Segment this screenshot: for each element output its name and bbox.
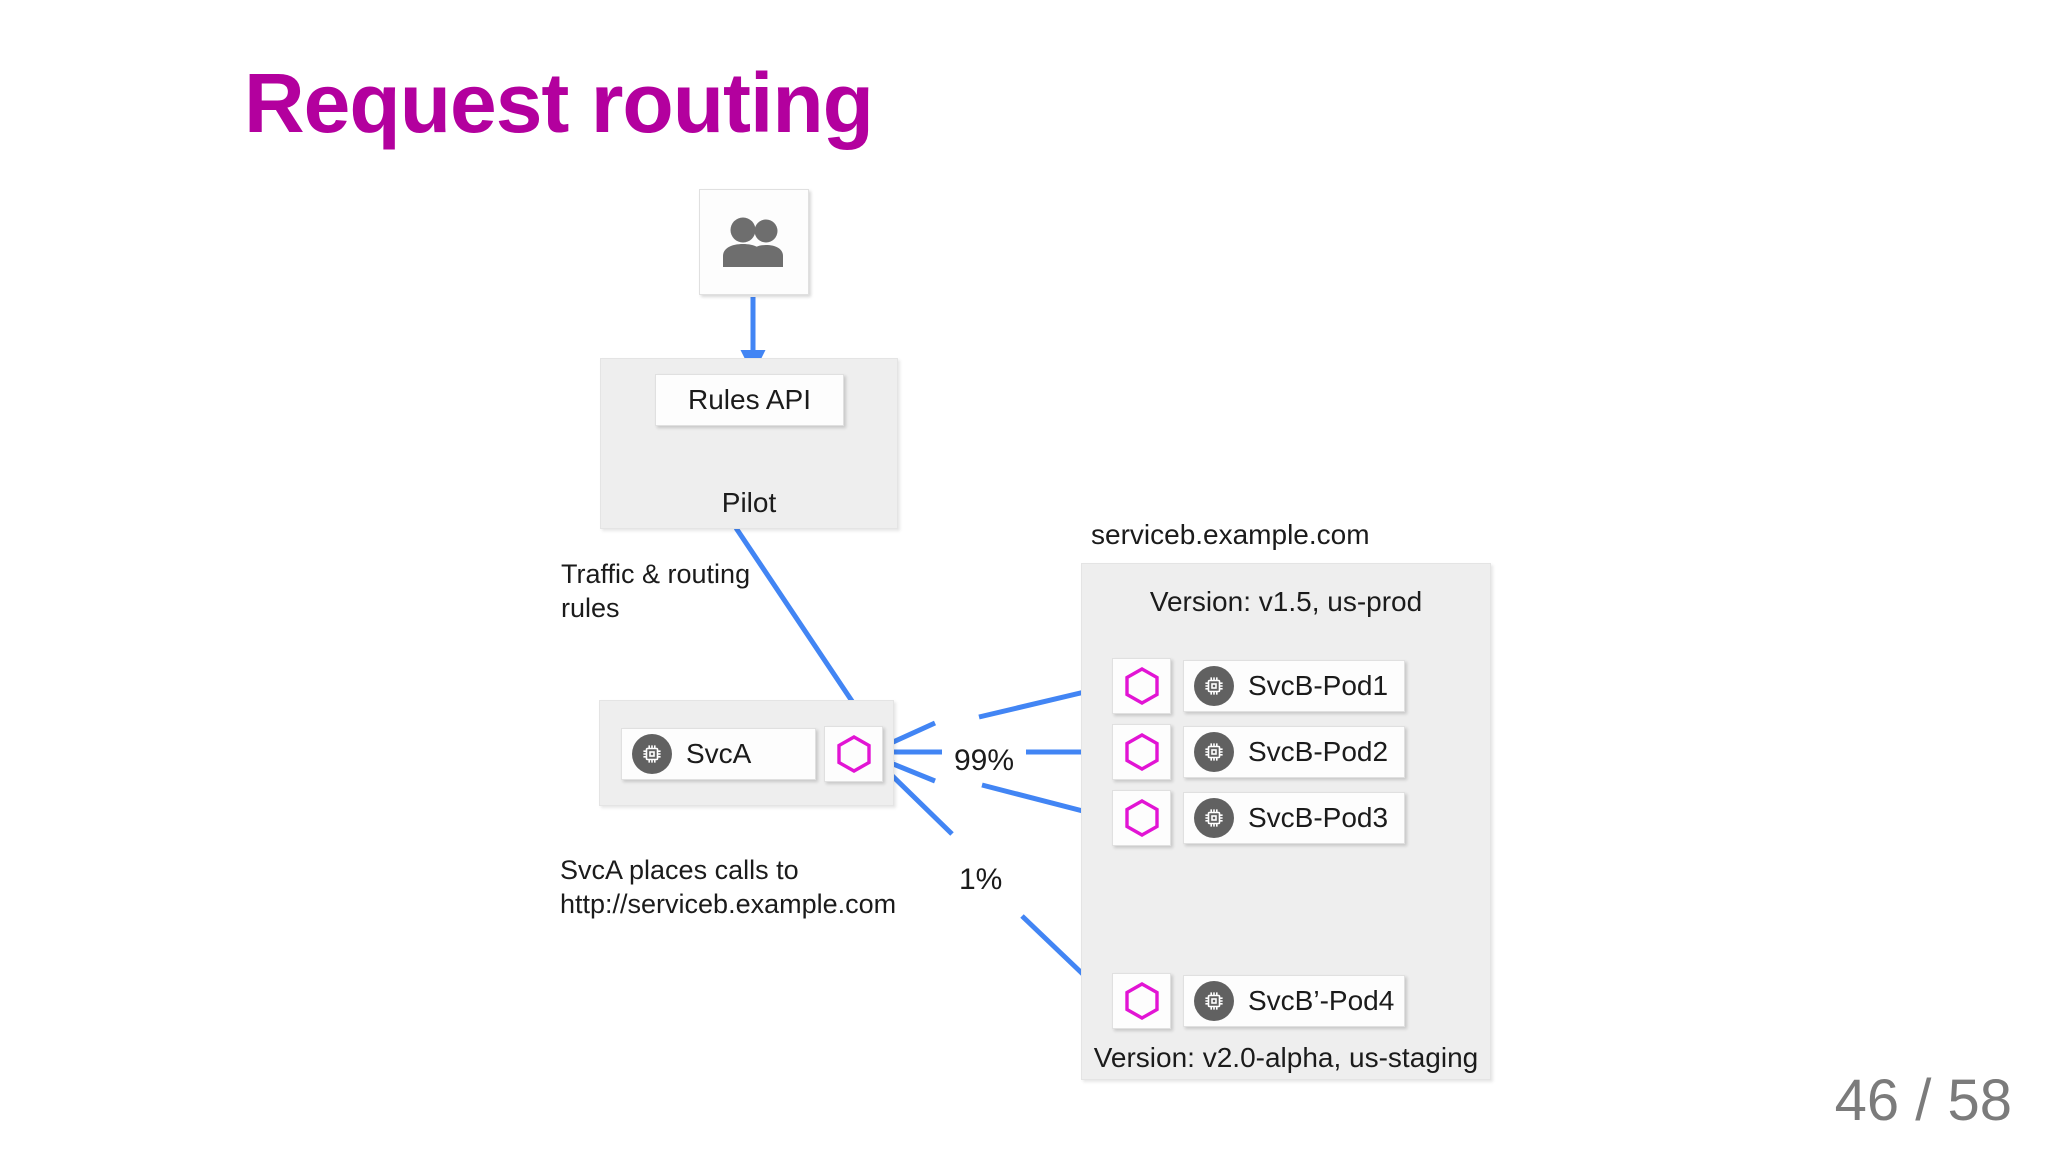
svca-label: SvcA bbox=[686, 738, 752, 769]
users-card bbox=[699, 189, 809, 295]
svca-proxy-box[interactable] bbox=[824, 726, 883, 782]
pod-box[interactable]: SvcB-Pod3 bbox=[1183, 792, 1405, 844]
pod-label: SvcB-Pod1 bbox=[1248, 670, 1389, 701]
pod-box[interactable]: SvcB’-Pod4 bbox=[1183, 975, 1405, 1027]
pod-label: SvcB-Pod3 bbox=[1248, 802, 1389, 833]
users-icon bbox=[721, 216, 787, 268]
canary-traffic-percent: 1% bbox=[959, 863, 1003, 896]
hexagon-proxy-icon bbox=[1124, 981, 1160, 1021]
chip-icon bbox=[1194, 732, 1234, 772]
serviceb-hostname-label: serviceb.example.com bbox=[1091, 519, 1370, 550]
pod-proxy-box[interactable] bbox=[1112, 790, 1171, 846]
chip-icon bbox=[1194, 981, 1234, 1021]
pilot-label: Pilot bbox=[721, 487, 777, 518]
svca-box[interactable]: SvcA bbox=[621, 728, 816, 780]
hexagon-proxy-icon bbox=[1124, 732, 1160, 772]
pod-proxy-box[interactable] bbox=[1112, 658, 1171, 714]
pod-box[interactable]: SvcB-Pod1 bbox=[1183, 660, 1405, 712]
chip-icon bbox=[1194, 798, 1234, 838]
primary-traffic-percent: 99% bbox=[954, 744, 1015, 777]
pod-proxy-box[interactable] bbox=[1112, 724, 1171, 780]
page-counter: 46 / 58 bbox=[1834, 1068, 2012, 1133]
hexagon-proxy-icon bbox=[1124, 666, 1160, 706]
chip-icon bbox=[1194, 666, 1234, 706]
svca-calls-note: SvcA places calls to http://serviceb.exa… bbox=[560, 855, 897, 919]
rules-api-box[interactable]: Rules API bbox=[655, 374, 844, 426]
traffic-routing-rules-note: Traffic & routing rules bbox=[561, 559, 751, 623]
pod-proxy-box[interactable] bbox=[1112, 973, 1171, 1029]
hexagon-proxy-icon bbox=[836, 734, 872, 774]
version-prod-label: Version: v1.5, us-prod bbox=[1149, 586, 1423, 617]
version-staging-label: Version: v2.0-alpha, us-staging bbox=[1093, 1042, 1479, 1073]
page-title: Request routing bbox=[244, 56, 874, 150]
pod-box[interactable]: SvcB-Pod2 bbox=[1183, 726, 1405, 778]
pod-label: SvcB-Pod2 bbox=[1248, 736, 1389, 767]
pod-label: SvcB’-Pod4 bbox=[1248, 985, 1395, 1016]
rules-api-label: Rules API bbox=[688, 384, 811, 415]
chip-icon bbox=[632, 734, 672, 774]
hexagon-proxy-icon bbox=[1124, 798, 1160, 838]
